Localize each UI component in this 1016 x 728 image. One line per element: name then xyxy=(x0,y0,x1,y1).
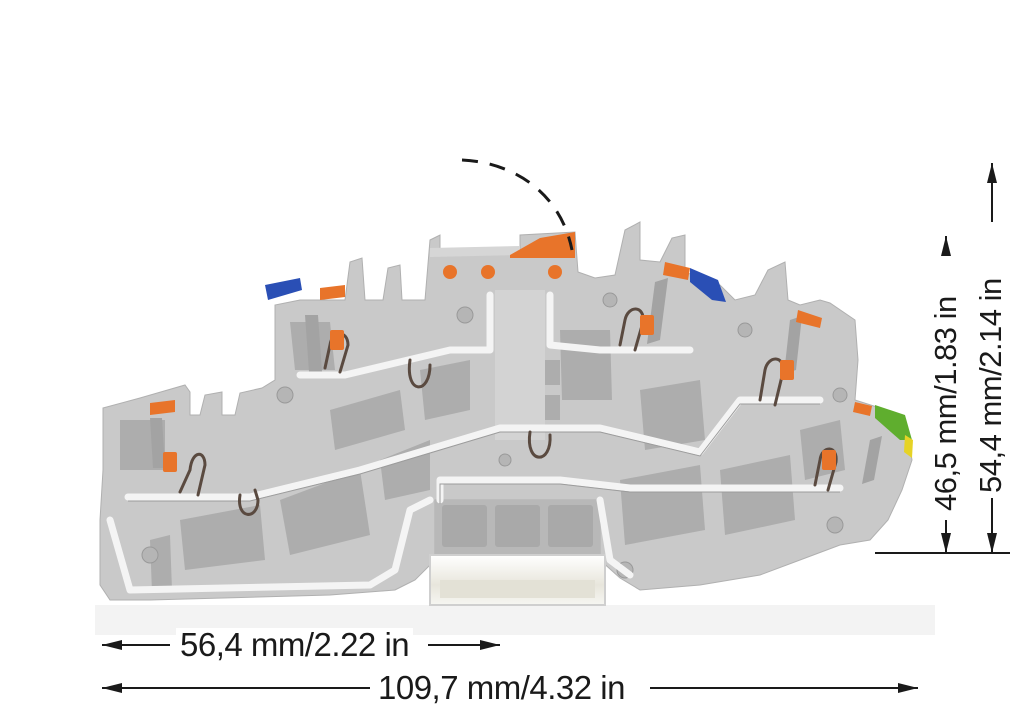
din-rail-foot xyxy=(429,500,606,606)
blue-marker-left xyxy=(265,278,302,300)
green-marker xyxy=(875,405,912,440)
center-column xyxy=(495,290,545,440)
yellow-marker xyxy=(904,435,913,458)
dimension-width-partial: 56,4 mm/2.22 in xyxy=(176,628,414,661)
dimension-width-total: 109,7 mm/4.32 in xyxy=(374,671,629,704)
dimension-lines xyxy=(102,163,1010,693)
dimension-height-inner: 46,5 mm/1.83 in xyxy=(928,292,963,515)
busbar-edges xyxy=(128,403,840,504)
top-lever xyxy=(430,232,575,279)
dimension-height-total: 54,4 mm/2.14 in xyxy=(973,274,1008,497)
blue-marker-right xyxy=(690,268,726,302)
orange-actuators xyxy=(150,262,872,472)
